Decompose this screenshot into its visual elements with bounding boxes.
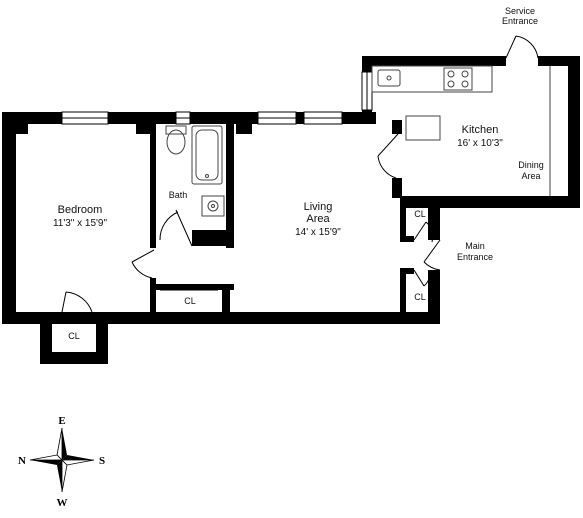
service-entrance-label-2: Entrance (502, 16, 538, 26)
stove-icon (443, 67, 473, 91)
wall-closet-right-2 (428, 270, 440, 324)
kitchen-island (405, 115, 441, 141)
wall-bedroom-closet (150, 278, 156, 324)
bedroom-label: Bedroom (58, 204, 103, 216)
wall-south (2, 312, 440, 324)
dining-label-2: Area (521, 171, 540, 181)
living-dims: 14' x 15'9" (295, 227, 341, 238)
wall-bath-bottom (192, 230, 234, 246)
kitchen-counter (371, 65, 493, 93)
wall-pillar-3 (136, 124, 152, 134)
service-entrance-label-1: Service (505, 6, 535, 16)
kitchen-sink-icon (377, 69, 401, 87)
door-bedroom (131, 249, 155, 279)
wall-west (2, 112, 16, 324)
partition-2 (392, 178, 402, 198)
wall-north-2 (108, 112, 176, 124)
wall-closet-right (222, 284, 230, 324)
closet-label-living: CL (184, 296, 196, 306)
wall-kitchen-east (568, 56, 580, 208)
wall-kitchen-south (400, 196, 580, 208)
partition-1 (392, 120, 402, 134)
bath-sink-icon (201, 195, 225, 217)
compass-east-label: E (58, 415, 65, 427)
door-bath (159, 209, 193, 247)
doors (61, 35, 539, 313)
door-kitchen (377, 133, 399, 179)
closet-wall-right (96, 312, 108, 364)
closet-lower-left (400, 268, 406, 314)
wall-pillar-2 (14, 124, 28, 134)
walls (2, 56, 580, 364)
closet-label-upper: CL (414, 209, 426, 219)
door-main-entrance (423, 239, 441, 271)
fixtures (165, 65, 551, 217)
closet-upper-left (400, 196, 406, 242)
wall-north-4 (342, 112, 376, 124)
wall-bath-living (226, 120, 234, 248)
windows (61, 71, 373, 125)
closet-label-bedroom: CL (68, 331, 80, 341)
closet-wall-left (40, 312, 52, 364)
bedroom-dims: 11'3" x 15'9" (53, 218, 108, 229)
toilet-icon (166, 129, 186, 155)
dining-label-1: Dining (518, 160, 544, 170)
living-label-1: Living (304, 201, 333, 213)
main-entrance-label-2: Entrance (457, 252, 493, 262)
kitchen-dims: 16' x 10'3" (457, 138, 503, 149)
wall-pillar-1 (236, 124, 252, 134)
wall-north-1 (2, 112, 62, 124)
compass-rose-icon: E W N S (18, 415, 105, 509)
door-service-entrance (505, 35, 539, 59)
door-bedroom-closet (61, 291, 93, 313)
wall-north-3 (190, 112, 258, 124)
living-label-2: Area (306, 213, 330, 225)
wall-bedroom-bath (150, 120, 156, 248)
compass-south-label: S (99, 455, 105, 467)
wall-closet-right-1 (428, 196, 440, 240)
interior-walls (14, 120, 252, 324)
closet-wall-bottom (40, 352, 108, 364)
wall-closet-top (150, 284, 234, 290)
bathtub-icon (191, 125, 223, 185)
bath-label: Bath (169, 190, 188, 200)
closet-lower-top (400, 268, 414, 274)
closet-upper-bottom (400, 236, 414, 242)
compass-west-label: W (57, 497, 68, 509)
room-labels: Service Entrance Kitchen 16' x 10'3" Din… (53, 6, 544, 341)
door-closet-upper (413, 221, 434, 243)
main-entrance-label-1: Main (465, 241, 485, 251)
wall-kitchen-north (362, 56, 506, 66)
compass-north-label: N (18, 455, 26, 467)
door-closet-lower (413, 269, 431, 287)
door-living-closet (160, 287, 218, 291)
wall-kitchen-north-2 (538, 56, 580, 66)
kitchen-label: Kitchen (462, 124, 499, 136)
closet-label-lower: CL (414, 292, 426, 302)
